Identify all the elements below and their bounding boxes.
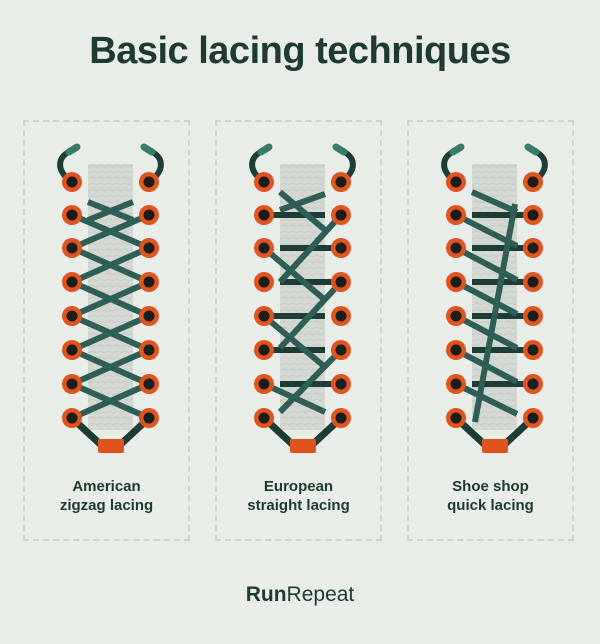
lace-tip [98,439,124,453]
american-lacing-diagram [57,143,164,453]
panel-american-zigzag: American zigzag lacing [23,120,190,541]
runrepeat-logo: RunRepeat [245,583,355,606]
eyelets [254,172,351,428]
caption-shoe-shop: Shoe shop quick lacing [447,478,534,514]
caption-european: European straight lacing [247,478,350,514]
lace-tip [290,439,316,453]
panel-european-straight: European straight lacing [215,120,382,541]
european-lacing-diagram [249,143,356,453]
shoe-shop-lacing-diagram [441,143,548,453]
lace-tip [482,439,508,453]
eyelets [446,172,543,428]
panel-shoe-shop-quick: Shoe shop quick lacing [407,120,574,541]
eyelets [62,172,159,428]
caption-american: American zigzag lacing [59,478,154,514]
page-title: Basic lacing techniques [89,30,511,72]
